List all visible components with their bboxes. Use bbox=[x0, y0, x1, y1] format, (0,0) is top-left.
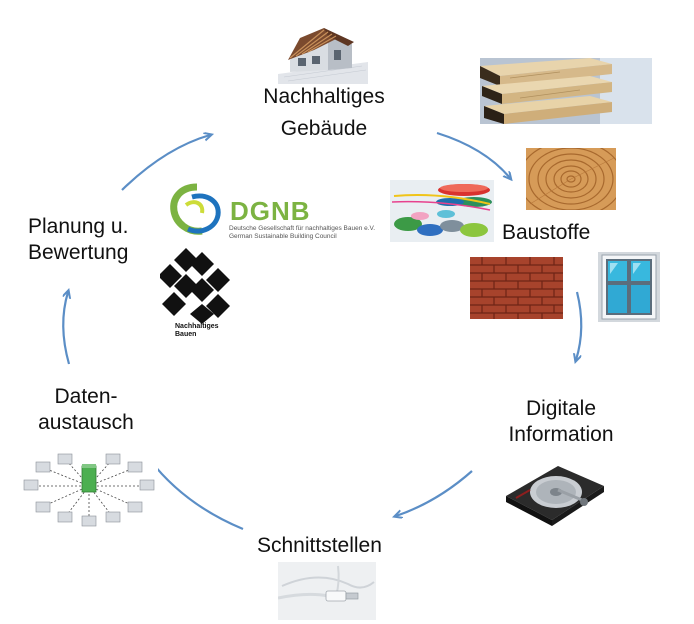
wood-rings-icon bbox=[526, 148, 616, 210]
window-icon bbox=[598, 252, 660, 322]
nachhaltiges-bauen-logo-icon bbox=[160, 248, 230, 324]
arrow-baustoffe-to-digital bbox=[576, 291, 583, 360]
dgnb-logo-name: DGNB bbox=[230, 196, 311, 227]
hard-drive-icon bbox=[502, 460, 608, 530]
node-planung-bewertung: Planung u. Bewertung bbox=[28, 214, 128, 266]
dgnb-logo-letters: DGNB bbox=[230, 196, 311, 226]
dgnb-logo-subtitle: Deutsche Gesellschaft für nachhaltiges B… bbox=[229, 225, 375, 241]
network-icon bbox=[20, 452, 158, 528]
node-nachhaltiges-gebaeude: Nachhaltiges Gebäude bbox=[232, 84, 416, 142]
node-gebaeude-line1: Nachhaltiges bbox=[263, 85, 385, 108]
node-digital-line2: Information bbox=[508, 423, 614, 446]
node-digitale-information: Digitale Information bbox=[486, 396, 636, 448]
house-icon bbox=[278, 22, 368, 84]
arrow-gebaeude-to-baustoffe bbox=[436, 131, 510, 178]
arrow-schnitt-to-daten bbox=[150, 460, 244, 531]
dgnb-subtitle-line1: Deutsche Gesellschaft für nachhaltiges B… bbox=[229, 225, 376, 232]
nachhaltiges-bauen-logo-text: Nachhaltiges Bauen bbox=[175, 323, 219, 339]
arrow-daten-to-planung bbox=[62, 292, 69, 365]
dgnb-subtitle-line2: German Sustainable Building Council bbox=[229, 233, 337, 240]
node-daten-line1: Daten- bbox=[54, 385, 118, 408]
usb-cable-icon bbox=[278, 562, 376, 620]
node-baustoffe: Baustoffe bbox=[502, 220, 590, 246]
nb-logo-line2: Bauen bbox=[175, 331, 197, 338]
plastic-granules-icon bbox=[390, 180, 494, 242]
arrow-digital-to-schnitt bbox=[396, 470, 473, 516]
node-baustoffe-label: Baustoffe bbox=[502, 221, 591, 244]
arrow-planung-to-gebaeude bbox=[121, 135, 210, 191]
node-schnittstellen: Schnittstellen bbox=[257, 533, 382, 559]
node-digital-line1: Digitale bbox=[525, 397, 597, 420]
node-gebaeude-line2: Gebäude bbox=[280, 117, 368, 140]
brick-wall-icon bbox=[470, 257, 563, 319]
node-schnittstellen-label: Schnittstellen bbox=[257, 534, 382, 557]
wood-panel-icon bbox=[480, 58, 652, 124]
node-planung-line1: Planung u. bbox=[28, 215, 129, 238]
dgnb-logo-icon bbox=[170, 183, 221, 235]
node-planung-line2: Bewertung bbox=[28, 241, 129, 264]
node-daten-line2: austausch bbox=[38, 411, 134, 434]
node-datenaustausch: Daten- austausch bbox=[20, 384, 152, 436]
nb-logo-line1: Nachhaltiges bbox=[175, 323, 219, 330]
